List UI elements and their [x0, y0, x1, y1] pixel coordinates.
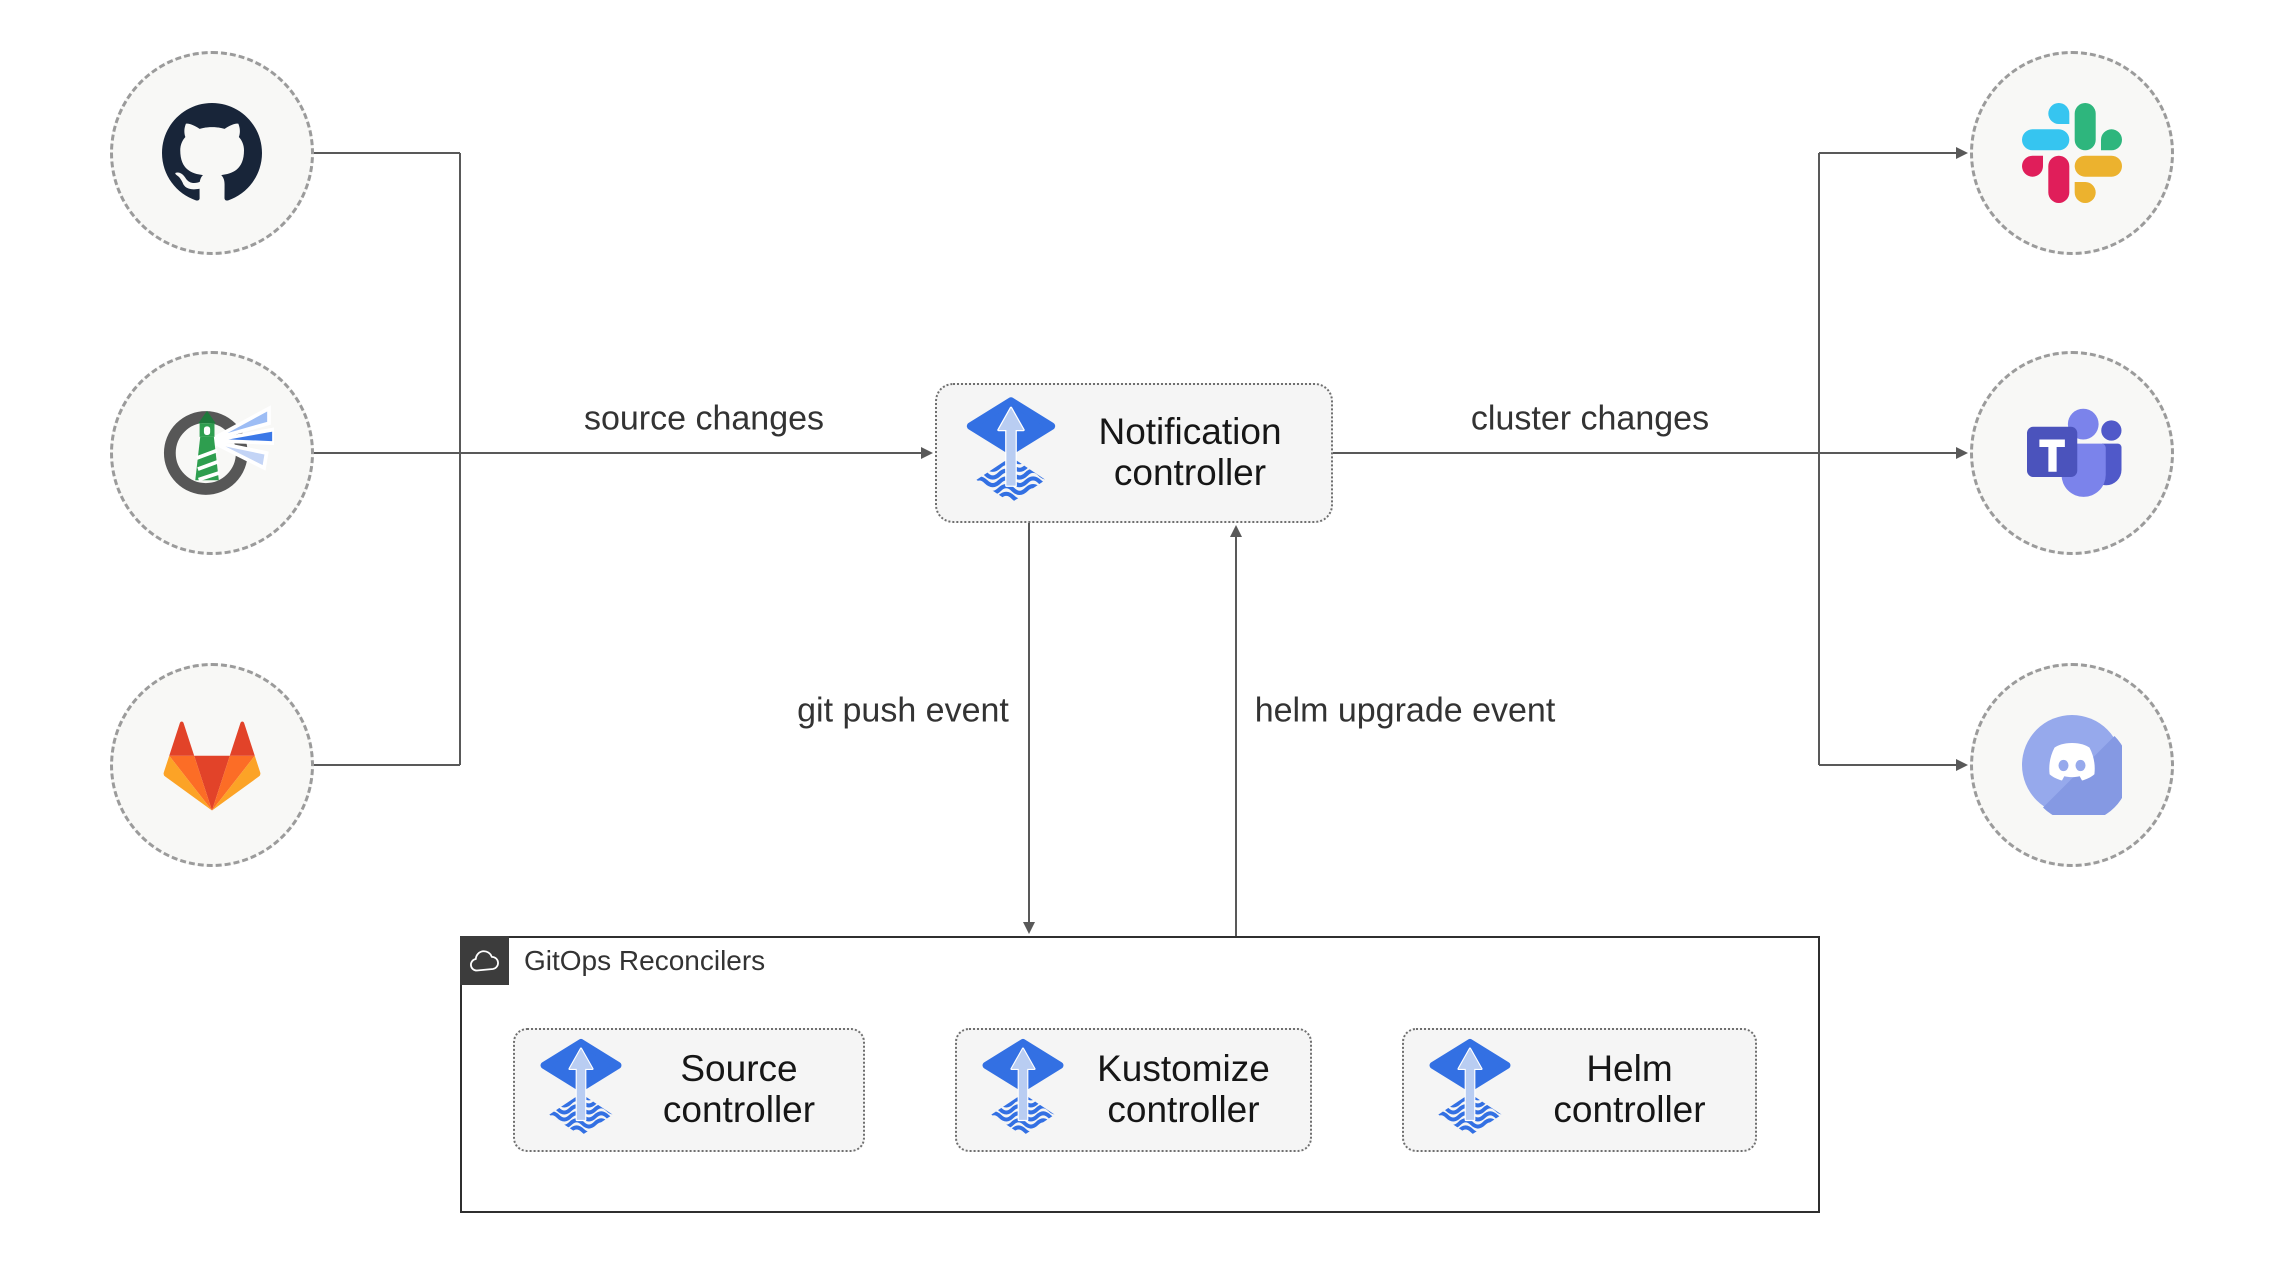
- edge-label-helm-upgrade-event: helm upgrade event: [1254, 691, 1556, 730]
- edge-label-source-changes: source changes: [583, 399, 825, 438]
- source-controller-label: Source controller: [662, 1048, 816, 1130]
- flux-icon: [537, 1037, 625, 1143]
- kustomize-controller-label: Kustomize controller: [1097, 1048, 1270, 1130]
- node-github: [110, 51, 314, 255]
- node-source-controller: Source controller: [513, 1028, 865, 1152]
- edge-label-cluster-changes: cluster changes: [1470, 399, 1710, 438]
- node-microsoft-teams: [1970, 351, 2174, 555]
- node-discord: [1970, 663, 2174, 867]
- flux-icon: [979, 1037, 1067, 1143]
- edge-label-git-push-event: git push event: [797, 691, 1009, 730]
- node-kustomize-controller: Kustomize controller: [955, 1028, 1312, 1152]
- flux-icon: [963, 395, 1059, 511]
- discord-icon: [2022, 715, 2122, 815]
- cloud-icon: [460, 936, 509, 985]
- flux-icon: [1426, 1037, 1514, 1143]
- node-gitlab: [110, 663, 314, 867]
- notification-controller-label: Notification controller: [1098, 411, 1282, 493]
- slack-icon: [2022, 103, 2122, 203]
- github-icon: [162, 103, 262, 203]
- helm-controller-label: Helm controller: [1553, 1048, 1706, 1130]
- edge-left-bus: [314, 152, 461, 766]
- node-slack: [1970, 51, 2174, 255]
- harbor-icon: [150, 391, 274, 515]
- node-harbor: [110, 351, 314, 555]
- node-notification-controller: Notification controller: [935, 383, 1333, 523]
- gitops-reconcilers-label: GitOps Reconcilers: [524, 944, 766, 976]
- microsoft-teams-icon: [2012, 393, 2132, 513]
- node-helm-controller: Helm controller: [1402, 1028, 1757, 1152]
- gitlab-icon: [154, 707, 270, 823]
